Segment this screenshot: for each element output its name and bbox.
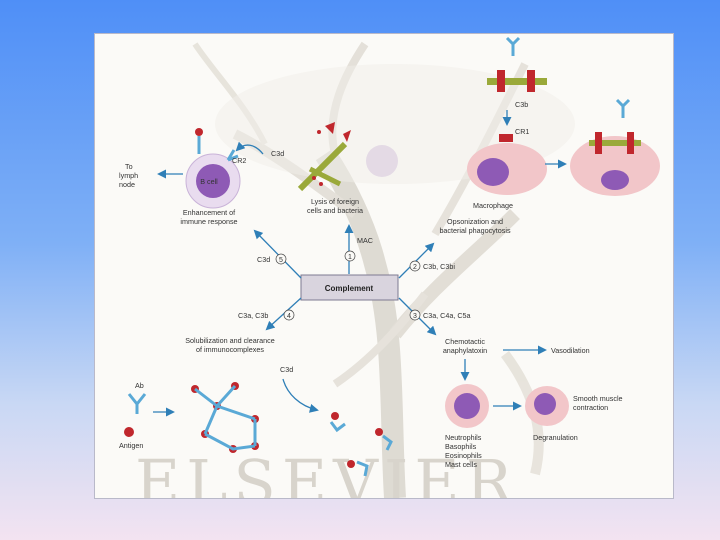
b-cell-illustration [185,128,241,209]
basophils-label: Basophils [445,442,477,451]
pathway-4-marker [283,309,295,321]
macrophage-label: Macrophage [473,201,513,210]
complement-diagram: ELSEVIER Complement 1 MAC 2 C3b, C3bi 3 … [94,33,674,499]
immunocomplex-lattice [191,382,259,453]
pathway-3-marker [409,309,421,321]
chemotactic-label-line2: anaphylatoxin [443,346,487,355]
degranulating-cell-illustration [525,386,569,426]
b-cell-label: B cell [200,177,218,186]
c3d-to-cr2-arrow [235,141,264,155]
c3d-clearance-arrow [282,378,319,413]
tree-background-illustration [192,41,575,498]
pathway-1-factor: MAC [357,236,373,245]
to-lymph-node-line1: To [125,162,133,171]
smooth-muscle-line2: contraction [573,403,608,412]
arrow-to-enhancement [253,229,302,279]
lysis-label-line2: cells and bacteria [307,206,363,215]
vasodilation-label: Vasodilation [551,346,590,355]
enhancement-label-line2: immune response [180,217,237,226]
opsonization-label-line2: bacterial phagocytosis [439,226,511,235]
macrophage-engulfing-illustration [570,98,660,196]
pathway-3-factor: C3a, C4a, C5a [423,311,471,320]
c3b-label: C3b [515,100,528,109]
pathway-4-factor: C3a, C3b [238,311,268,320]
mast-cells-label: Mast cells [445,460,477,469]
smooth-muscle-line1: Smooth muscle [573,394,623,403]
pathway-5-marker [275,253,287,265]
opsonization-label-line1: Opsonization and [447,217,503,226]
enhancement-label-line1: Enhancement of [183,208,235,217]
neutrophils-label: Neutrophils [445,433,482,442]
pathway-3-number: 3 [413,313,417,320]
pathway-1-marker [344,250,356,262]
pathway-1-number: 1 [348,254,352,261]
pathway-2-number: 2 [413,264,417,271]
antibody-icon [127,393,147,414]
antigen-icon [124,427,134,437]
pathway-2-marker [409,260,421,272]
complement-label: Complement [325,284,374,293]
solubilization-label-line1: Solubilization and clearance [185,336,275,345]
pathway-5-factor: C3d [257,255,270,264]
elsevier-watermark: ELSEVIER [135,446,518,498]
degranulation-label: Degranulation [533,433,578,442]
cleared-complexes [329,412,393,477]
chemotactic-label-line1: Chemotactic [445,337,485,346]
to-lymph-node-line3: node [119,180,135,189]
c3d-bottom-label: C3d [280,365,293,374]
pathway-5-number: 5 [279,257,283,264]
pathway-4-number: 4 [287,313,291,320]
eosinophils-label: Eosinophils [445,451,482,460]
c3d-top-label: C3d [271,149,284,158]
cr1-label: CR1 [515,127,529,136]
solubilization-label-line2: of immunocomplexes [196,345,264,354]
granulocyte-illustration [445,384,489,428]
antibody-label: Ab [135,381,144,390]
antigen-label: Antigen [119,441,143,450]
opsonized-bacterium-top [487,36,547,92]
complement-box: Complement [300,274,399,301]
to-lymph-node-line2: lymph [119,171,138,180]
cr2-label: CR2 [232,156,246,165]
macrophage-illustration [467,134,547,195]
lysis-label-line1: Lysis of foreign [311,197,359,206]
pathway-2-factor: C3b, C3bi [423,262,455,271]
lysis-bacteria-illustration [297,122,351,192]
diagram-canvas: ELSEVIER Complement 1 MAC 2 C3b, C3bi 3 … [119,36,660,498]
